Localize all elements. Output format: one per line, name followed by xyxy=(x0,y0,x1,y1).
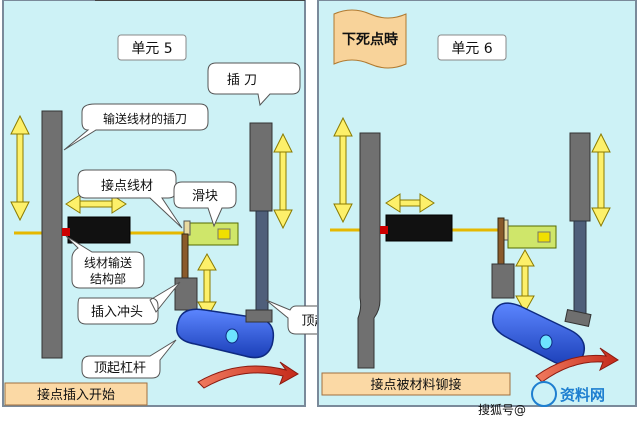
label-contact-wire: 接点线材 xyxy=(101,178,153,194)
right-tag-box xyxy=(333,9,407,69)
left-caption: 接点插入开始 xyxy=(37,387,115,403)
right-caption: 接点被材料铆接 xyxy=(370,377,461,393)
callout-slider xyxy=(173,181,237,228)
right-slider-insert xyxy=(537,231,551,243)
callout-wire-feed-structure xyxy=(65,235,145,289)
left-feed-tip xyxy=(62,228,70,236)
watermark-sohu: 搜狐号@ xyxy=(478,402,526,417)
right-punch-double-arrow xyxy=(515,248,535,314)
label-ejector-lever: 顶起杠杆 xyxy=(94,360,146,376)
left-panel: 单元 5 xyxy=(2,0,355,407)
right-rotation-arrow xyxy=(535,347,619,383)
watermark-logo: 资料网 xyxy=(531,381,605,407)
label-wire-feed-structure-2: 结构部 xyxy=(90,271,126,286)
left-contact xyxy=(183,220,191,236)
left-feed-double-arrow xyxy=(65,194,127,214)
right-tag: 下死点時 xyxy=(342,31,398,48)
left-caption-box xyxy=(4,382,148,406)
right-punch-rod xyxy=(497,217,505,269)
label-wire-feed-structure-1: 线材输送 xyxy=(84,255,132,270)
left-unit-label: 单元 5 xyxy=(131,41,172,57)
right-ejector-lever xyxy=(491,302,592,367)
right-unit-label-box xyxy=(437,34,507,61)
left-knife-double-arrow xyxy=(273,132,293,230)
left-punch-rod xyxy=(181,233,189,281)
watermark-gear-icon xyxy=(531,381,557,407)
right-caption-box xyxy=(321,372,511,396)
right-feed-bar xyxy=(357,132,381,369)
left-wire-feed-block xyxy=(67,216,131,244)
watermark-site: 资料网 xyxy=(560,386,605,404)
right-knife-shaft xyxy=(573,220,587,322)
left-insert-punch xyxy=(174,277,198,311)
right-feed-tip xyxy=(380,226,388,234)
callout-insert-punch xyxy=(77,281,181,325)
right-insert-punch xyxy=(491,263,515,299)
left-rotation-arrow xyxy=(197,361,299,389)
left-unit-label-box xyxy=(117,34,187,61)
label-slider: 滑块 xyxy=(192,189,218,204)
right-unit-label: 单元 6 xyxy=(451,41,492,57)
right-knife-double-arrow xyxy=(591,132,611,228)
label-feed-wire-knife: 输送线材的插刀 xyxy=(103,111,187,126)
right-feed-double-arrow xyxy=(385,193,435,213)
left-bar-double-arrow xyxy=(10,114,30,222)
label-insert-punch: 插入冲头 xyxy=(91,305,143,320)
label-insert-knife: 插 刀 xyxy=(227,73,257,88)
right-panel: 下死点時 单元 6 xyxy=(317,0,637,407)
left-slider-insert xyxy=(217,228,231,240)
left-insert-knife xyxy=(249,122,273,212)
left-knife-shaft xyxy=(255,210,269,312)
left-feed-bar xyxy=(41,110,63,359)
right-bar-double-arrow xyxy=(333,116,353,224)
callout-contact-wire xyxy=(77,169,183,229)
right-insert-knife xyxy=(569,132,591,222)
right-wire-feed-block xyxy=(385,214,453,242)
callout-ejector-lever xyxy=(81,339,177,379)
callout-feed-wire-knife xyxy=(63,103,209,151)
left-ejector-lever xyxy=(176,308,275,359)
callout-insert-knife xyxy=(207,62,301,107)
